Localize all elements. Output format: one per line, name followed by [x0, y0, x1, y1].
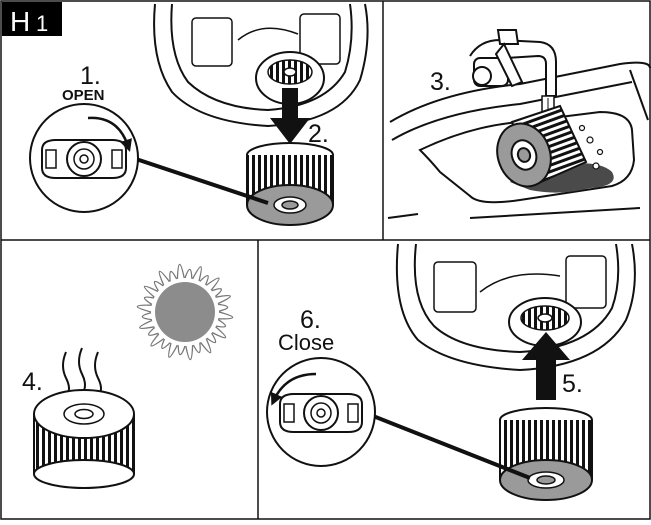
- sun-ray: [161, 338, 171, 349]
- lock-knob-icon: [29, 103, 139, 213]
- panel-3: 4.: [22, 263, 234, 489]
- sun-ray: [205, 277, 220, 291]
- sun-ray: [218, 311, 234, 320]
- panel-1: 2. 1. OPEN: [29, 3, 369, 226]
- sun-ray: [176, 263, 185, 279]
- panel-2: 3.: [387, 29, 651, 219]
- lock-knob-icon: [266, 357, 376, 467]
- sun-ray: [211, 288, 222, 297]
- faucet-icon: [469, 29, 557, 97]
- sun-ray: [185, 345, 194, 361]
- sun-ray: [199, 275, 209, 286]
- step-2-number: 2.: [308, 120, 329, 148]
- sun-ray: [153, 280, 164, 292]
- sun-ray: [141, 312, 152, 321]
- filter-cartridge-icon: [33, 389, 135, 489]
- step-6-caption: Close: [278, 330, 334, 355]
- steam-icon: [62, 347, 102, 397]
- step-1-caption: OPEN: [62, 87, 105, 104]
- sun-ray: [215, 319, 227, 328]
- step-5-number: 5.: [562, 370, 583, 398]
- sun-ray: [192, 266, 202, 282]
- filter-cartridge-icon: [499, 407, 593, 501]
- sun-ray: [158, 270, 171, 286]
- badge-letter: H: [10, 6, 30, 37]
- sun-ray: [199, 338, 212, 354]
- up-arrow-icon: [522, 332, 570, 400]
- vacuum-housing-icon: [153, 3, 369, 128]
- sun-ray: [192, 342, 201, 354]
- figure-badge: H 1: [2, 2, 62, 37]
- sun-ray: [177, 345, 186, 356]
- step-6-number: 6.: [300, 306, 321, 334]
- sun-ray: [218, 303, 229, 312]
- step-3-number: 3.: [430, 68, 451, 96]
- step-1-number: 1.: [80, 62, 101, 90]
- sun-icon: [136, 263, 234, 361]
- sun-ray: [211, 326, 227, 339]
- down-arrow-icon: [270, 88, 310, 144]
- vacuum-housing-icon: [395, 243, 636, 372]
- sun-ray: [148, 327, 159, 336]
- water-droplets: [578, 124, 604, 170]
- sun-ray: [169, 270, 178, 282]
- rotate-arrow-icon: [87, 116, 132, 152]
- sun-ray: [168, 342, 178, 358]
- filter-cartridge-icon: [496, 104, 588, 188]
- sun-ray: [136, 304, 152, 313]
- sun-ray: [215, 295, 231, 305]
- filter-cartridge-icon: [246, 142, 334, 226]
- sun-ray: [206, 332, 217, 344]
- sun-ray: [139, 319, 155, 329]
- callout-line: [357, 408, 531, 480]
- callout-line: [132, 156, 269, 205]
- sun-ray: [143, 296, 155, 305]
- sun-ray: [143, 285, 159, 298]
- sun-ray: [184, 268, 193, 279]
- sun-ray: [150, 333, 165, 347]
- step-4-number: 4.: [22, 368, 43, 396]
- rotate-arrow-icon: [270, 372, 317, 406]
- panel-4: 5. 6. Close: [266, 243, 636, 501]
- badge-number: 1: [36, 11, 48, 36]
